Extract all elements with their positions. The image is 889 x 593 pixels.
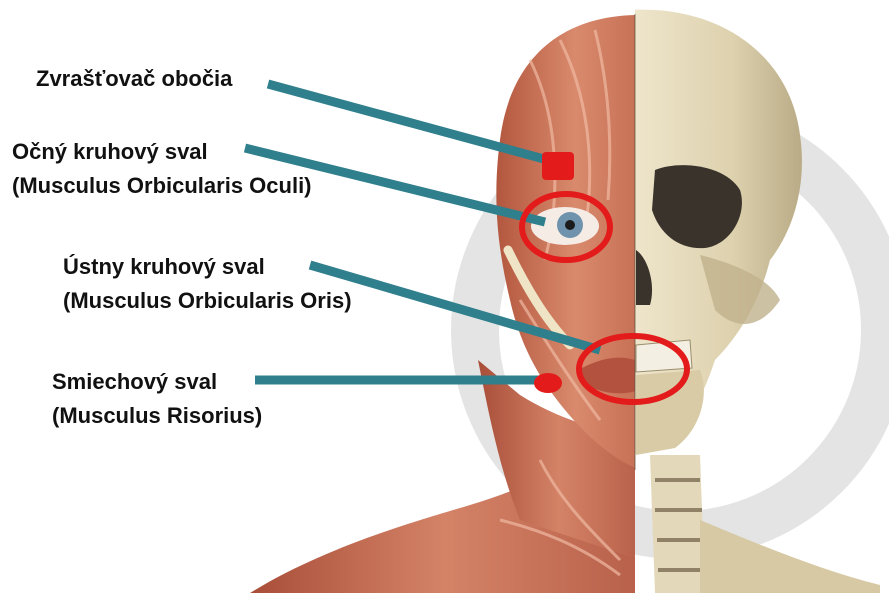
label-orbicularis-oculi-name: Očný kruhový sval — [12, 135, 312, 169]
label-orbicularis-oris: Ústny kruhový sval (Musculus Orbicularis… — [63, 250, 352, 318]
label-risorius-latin: (Musculus Risorius) — [52, 399, 262, 433]
corrugator-marker-square — [542, 152, 574, 180]
label-orbicularis-oculi-latin: (Musculus Orbicularis Oculi) — [12, 169, 312, 203]
eye — [531, 207, 599, 245]
label-corrugator: Zvrašťovač obočia — [36, 62, 232, 96]
label-orbicularis-oris-name: Ústny kruhový sval — [63, 250, 352, 284]
lower-jaw — [636, 370, 704, 455]
risorius-marker-dot — [534, 373, 562, 393]
label-risorius: Smiechový sval (Musculus Risorius) — [52, 365, 262, 433]
label-corrugator-text: Zvrašťovač obočia — [36, 62, 232, 96]
label-risorius-name: Smiechový sval — [52, 365, 262, 399]
label-orbicularis-oris-latin: (Musculus Orbicularis Oris) — [63, 284, 352, 318]
label-orbicularis-oculi: Očný kruhový sval (Musculus Orbicularis … — [12, 135, 312, 203]
spine — [650, 455, 705, 593]
